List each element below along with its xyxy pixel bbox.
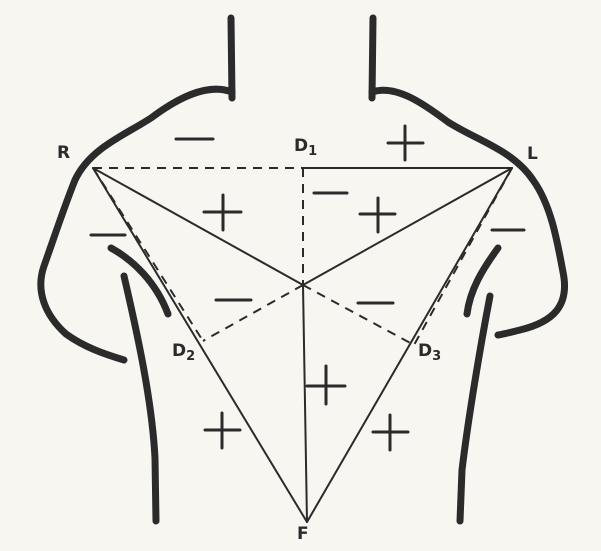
right-underarm-fold [467,248,498,314]
sign-lower-right [373,415,408,450]
label-D1-letter: D [294,136,308,156]
sign-center-plus [360,198,395,232]
label-D2: D2 [172,343,195,363]
neck-right-outline [372,18,373,98]
left-torso-side [124,276,156,521]
sign-left-inner [204,195,241,230]
sign-lower-left [205,413,240,448]
label-D1: D1 [294,138,317,158]
dashed-center-D3 [303,285,414,345]
label-F: F [297,526,309,543]
label-D3: D3 [418,343,441,363]
label-R: R [57,145,70,162]
left-underarm-fold [111,248,168,314]
label-R-letter: R [57,143,70,163]
sign-lower-center [307,366,345,404]
label-D2-subscript: 2 [186,349,195,364]
neck-left-outline [231,18,232,98]
right-torso-side [460,296,490,521]
sign-upper-right [388,126,423,160]
line-R-center [93,168,303,285]
label-D3-letter: D [418,341,432,361]
label-D2-letter: D [172,341,186,361]
label-D1-subscript: 1 [308,144,317,159]
dashed-center-D2 [203,285,303,341]
label-D3-subscript: 3 [432,349,441,364]
line-center-F [303,285,307,522]
label-L-letter: L [527,144,538,164]
label-F-letter: F [297,524,309,544]
line-R-F [93,168,307,522]
label-L: L [527,146,538,163]
